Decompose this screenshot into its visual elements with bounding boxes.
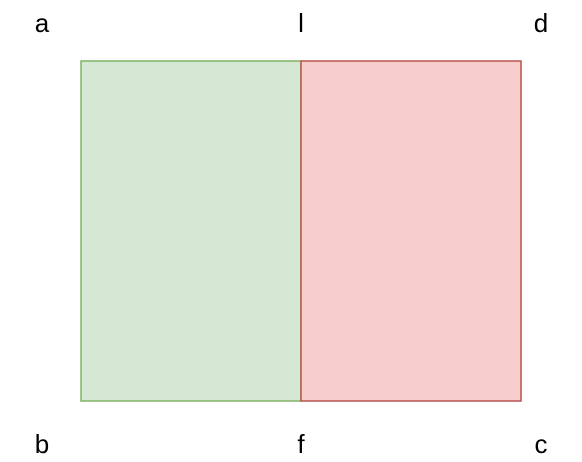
- label-bottom-left: b: [35, 429, 49, 459]
- label-top-left: a: [35, 8, 50, 38]
- label-bottom-right: c: [535, 429, 548, 459]
- right-red-rectangle: [300, 60, 522, 402]
- left-green-rectangle: [80, 60, 302, 402]
- label-top-right: d: [534, 8, 548, 38]
- label-top-middle: l: [298, 8, 304, 38]
- label-bottom-middle: f: [297, 429, 305, 459]
